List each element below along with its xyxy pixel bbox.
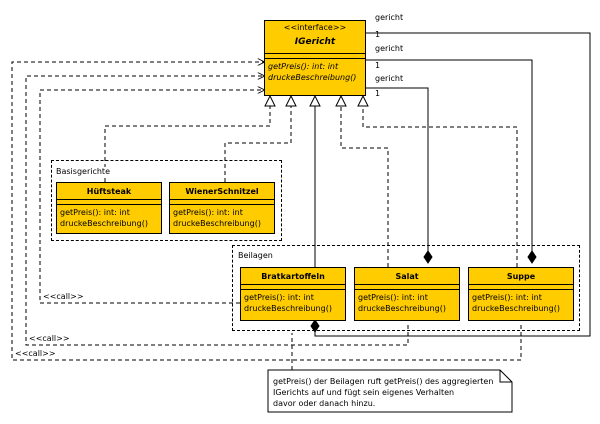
- call-label: <<call>>: [29, 334, 70, 343]
- class-name: WienerSchnitzel: [185, 187, 259, 196]
- call-dependency-2: [25, 76, 409, 346]
- call-dependency-1: [39, 90, 264, 304]
- operation: druckeBeschreibung(): [472, 304, 560, 313]
- aggregation-diamond: [527, 250, 537, 264]
- call-label: <<call>>: [43, 292, 84, 301]
- operation: druckeBeschreibung(): [358, 304, 446, 313]
- association-role-label: gericht: [375, 13, 404, 22]
- association-multiplicity-label: 1: [375, 89, 381, 98]
- operation: getPreis(): int: int: [472, 293, 542, 302]
- package-beilagen: [232, 245, 580, 331]
- operation: getPreis(): int: int: [60, 208, 130, 217]
- package-beilagen-label: Beilagen: [237, 251, 274, 260]
- class-name: Suppe: [506, 272, 536, 281]
- class-operations: getPreis(): int: int druckeBeschreibung(…: [57, 205, 161, 231]
- class-operations: getPreis(): int: int druckeBeschreibung(…: [469, 290, 573, 316]
- operation: getPreis(): int: int: [244, 293, 314, 302]
- operation: druckeBeschreibung(): [173, 219, 261, 228]
- operation: getPreis(): int: int: [358, 293, 428, 302]
- note-outline: [267, 369, 513, 413]
- realization-triangle: [309, 94, 321, 107]
- realization-triangle: [357, 94, 369, 107]
- call-label: <<call>>: [15, 349, 56, 358]
- operation: getPreis(): int: int: [268, 62, 339, 71]
- class-operations: getPreis(): int: int druckeBeschreibung(…: [170, 205, 274, 231]
- operation: getPreis(): int: int: [173, 208, 243, 217]
- class-name: Hüftsteak: [86, 187, 132, 196]
- realization-wiener: [224, 98, 292, 182]
- class-name: Salat: [395, 272, 419, 281]
- note-line: davor oder danach hinzu.: [273, 399, 376, 408]
- realization-salat: [340, 98, 389, 267]
- association-bratkartoffeln: [314, 32, 591, 337]
- association-suppe: [366, 59, 533, 258]
- package-basisgerichte-label: Basisgerichte: [55, 167, 111, 176]
- class-operations: getPreis(): int: int druckeBeschreibung(…: [265, 59, 365, 85]
- association-role-label: gericht: [375, 74, 404, 83]
- class-salat[interactable]: Salat getPreis(): int: int druckeBeschre…: [354, 267, 460, 321]
- class-name: IGericht: [294, 37, 336, 47]
- class-stereotype: <<interface>>: [283, 23, 347, 32]
- aggregation-diamond: [423, 250, 433, 264]
- association-multiplicity-label: 1: [375, 30, 381, 39]
- call-dependency-3: [11, 62, 522, 361]
- association-multiplicity-label: 1: [375, 61, 381, 70]
- realization-triangle: [335, 94, 347, 107]
- note: getPreis() der Beilagen ruft getPreis() …: [269, 374, 499, 411]
- operation: druckeBeschreibung(): [244, 304, 332, 313]
- aggregation-diamond: [310, 319, 320, 333]
- operation: druckeBeschreibung(): [60, 219, 148, 228]
- note-line: getPreis() der Beilagen ruft getPreis() …: [273, 377, 494, 386]
- class-bratkartoffeln[interactable]: Bratkartoffeln getPreis(): int: int druc…: [240, 267, 346, 321]
- association-role-label: gericht: [375, 44, 404, 53]
- class-hueftsteak[interactable]: Hüftsteak getPreis(): int: int druckeBes…: [56, 182, 162, 234]
- class-igericht[interactable]: <<interface>> IGericht getPreis(): int: …: [264, 20, 366, 96]
- class-operations: getPreis(): int: int druckeBeschreibung(…: [241, 290, 345, 316]
- realization-triangle: [264, 94, 276, 107]
- note-line: IGerichts auf und fügt sein eigenes Verh…: [273, 388, 455, 397]
- realization-hueftsteak: [104, 98, 271, 182]
- class-suppe[interactable]: Suppe getPreis(): int: int druckeBeschre…: [468, 267, 574, 321]
- package-basisgerichte: [51, 160, 282, 241]
- realization-suppe: [362, 98, 518, 267]
- operation: druckeBeschreibung(): [268, 73, 357, 82]
- realization-triangle: [285, 94, 297, 107]
- class-wienerschnitzel[interactable]: WienerSchnitzel getPreis(): int: int dru…: [169, 182, 275, 234]
- class-name: Bratkartoffeln: [261, 272, 325, 281]
- association-salat: [366, 87, 429, 258]
- class-operations: getPreis(): int: int druckeBeschreibung(…: [355, 290, 459, 316]
